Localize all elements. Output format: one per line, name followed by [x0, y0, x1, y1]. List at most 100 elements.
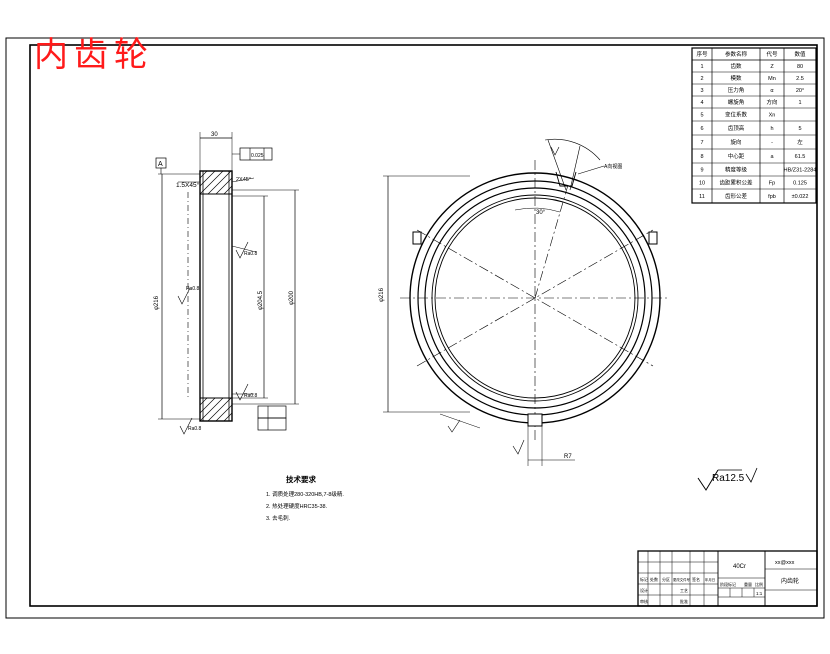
- section-view: [155, 132, 299, 435]
- arrow-view-label: A向视图: [604, 163, 622, 170]
- params-cell: 11: [699, 194, 705, 200]
- keyway-label: R7: [564, 454, 572, 460]
- params-cell: 齿数: [730, 62, 742, 70]
- part-name: 内齿轮: [781, 577, 799, 585]
- roughness-small-1: Ra0.8: [244, 251, 258, 257]
- tb-label-process: 工艺: [680, 588, 688, 593]
- drawing-number: xx@xxx: [775, 560, 795, 566]
- params-cell: 压力角: [728, 86, 745, 94]
- roughness-right-label: Ra12.5: [712, 473, 745, 484]
- tb-label-scale: 比例: [755, 581, 763, 587]
- outer-frame: [5, 37, 825, 619]
- tech-req-line-1: 1. 调质处理280-320HB,7-8级精.: [266, 490, 344, 498]
- params-header-cell: 数值: [794, 50, 806, 58]
- params-cell: 螺旋角: [728, 98, 745, 106]
- params-cell: 0.125: [793, 181, 807, 187]
- params-header-cell: 参数名称: [725, 50, 748, 58]
- params-cell: 2.5: [796, 76, 804, 82]
- params-cell: 中心距: [728, 152, 745, 160]
- params-cell: 精度等级: [725, 166, 748, 174]
- chamfer2-label: 2X45°: [236, 177, 251, 183]
- roughness-small-4: Ra0.8: [188, 426, 202, 432]
- params-cell: Z: [770, 64, 774, 70]
- params-cell: Fp: [769, 181, 775, 187]
- gear-view-texts: φ216 R7 30° A向视图 Ra12.5: [379, 163, 745, 484]
- keyway-bottom: [527, 413, 543, 427]
- gear-tooth-detail: [555, 171, 577, 187]
- chamfer-label: 1.5X45°: [176, 181, 200, 189]
- title-block: [637, 550, 818, 607]
- tb-label-review: 审核: [640, 598, 648, 604]
- params-cell: HB/Z31-2284: [784, 168, 817, 174]
- roughness-mark-big: [697, 469, 719, 491]
- params-cell: 2: [700, 76, 703, 82]
- params-header-cell: 代号: [766, 50, 778, 58]
- params-cell: 1: [700, 64, 703, 70]
- params-cell: 旋向: [730, 138, 741, 146]
- params-cell: h: [770, 126, 773, 132]
- gear-front-view: [383, 138, 758, 491]
- tb-label-date: 年月日: [705, 577, 715, 582]
- tb-label-mark: 标记: [640, 576, 648, 582]
- params-cell: fpb: [768, 194, 776, 200]
- tb-label-count: 处数: [650, 576, 658, 582]
- title-block-text: 40Cr xx@xxx 内齿轮 1:1 标记 处数 分区 更改文件号 签名 年月…: [640, 560, 799, 604]
- params-cell: 3: [700, 88, 703, 94]
- runout-value: 0.025: [251, 153, 264, 159]
- params-table: [691, 47, 817, 204]
- params-cell: Mn: [768, 76, 776, 82]
- tb-label-stage: 阶段标记: [720, 581, 736, 587]
- params-cell: 8: [700, 154, 703, 160]
- roughness-small-2: Ra0.8: [186, 286, 200, 292]
- tech-requirements: 技术要求 1. 调质处理280-320HB,7-8级精. 2. 热处理硬度HRC…: [266, 474, 344, 522]
- params-header-cell: 序号: [696, 50, 708, 58]
- params-cell: 6: [700, 126, 703, 132]
- circle-diam-label: φ216: [379, 287, 385, 302]
- width-dim: 30: [211, 132, 218, 138]
- angle-label: 30°: [536, 210, 546, 216]
- params-cell: ±0.022: [792, 194, 809, 200]
- params-cell: 1: [798, 100, 801, 106]
- params-cell: 5: [798, 126, 801, 132]
- hatch-lines-top: [199, 170, 233, 195]
- inner-frame: [29, 44, 818, 607]
- diam-outer-left: φ216: [154, 295, 160, 310]
- tech-req-line-2: 2. 热处理硬度HRC35-38.: [266, 502, 328, 510]
- params-cell: 61.5: [795, 154, 806, 160]
- scale-value: 1:1: [756, 591, 763, 596]
- center-lines: [400, 160, 670, 440]
- params-cell: 7: [700, 140, 703, 146]
- material-label: 40Cr: [733, 564, 746, 570]
- params-cell: 齿形公差: [725, 192, 748, 200]
- page-title: 内齿轮: [34, 35, 154, 75]
- params-cell: Xn: [769, 113, 776, 119]
- params-cell: 5: [700, 113, 703, 119]
- tb-label-weight: 重量: [744, 581, 752, 587]
- params-cell: 变位系数: [725, 111, 748, 119]
- params-cell: 9: [700, 168, 703, 174]
- section-outline: [199, 170, 233, 422]
- params-cell: 方向: [766, 98, 777, 106]
- tb-label-sign: 签名: [692, 576, 700, 582]
- params-cell: 80: [797, 64, 803, 70]
- hatch-lines-bottom: [199, 397, 233, 422]
- params-cell: a: [770, 154, 774, 160]
- tb-label-zone: 分区: [662, 576, 670, 582]
- params-cell: 左: [797, 138, 803, 146]
- tb-label-design: 设计: [640, 587, 648, 593]
- keyway-left: [412, 231, 422, 245]
- tech-req-line-3: 3. 去毛刺.: [266, 514, 291, 522]
- tb-label-change: 更改文件号: [673, 577, 691, 582]
- params-cell: 模数: [730, 74, 742, 82]
- diam-mid: φ204.5: [258, 290, 264, 310]
- params-cell: -: [771, 140, 773, 146]
- datum-label: A: [158, 161, 163, 168]
- params-cell: 齿距累积公差: [719, 179, 753, 187]
- diam-bore: φ200: [289, 290, 295, 305]
- tech-req-heading: 技术要求: [286, 474, 316, 484]
- params-cell: 齿顶高: [728, 124, 745, 132]
- tb-label-approve: 批准: [680, 598, 688, 604]
- roughness-small-3: Ra0.8: [244, 393, 258, 399]
